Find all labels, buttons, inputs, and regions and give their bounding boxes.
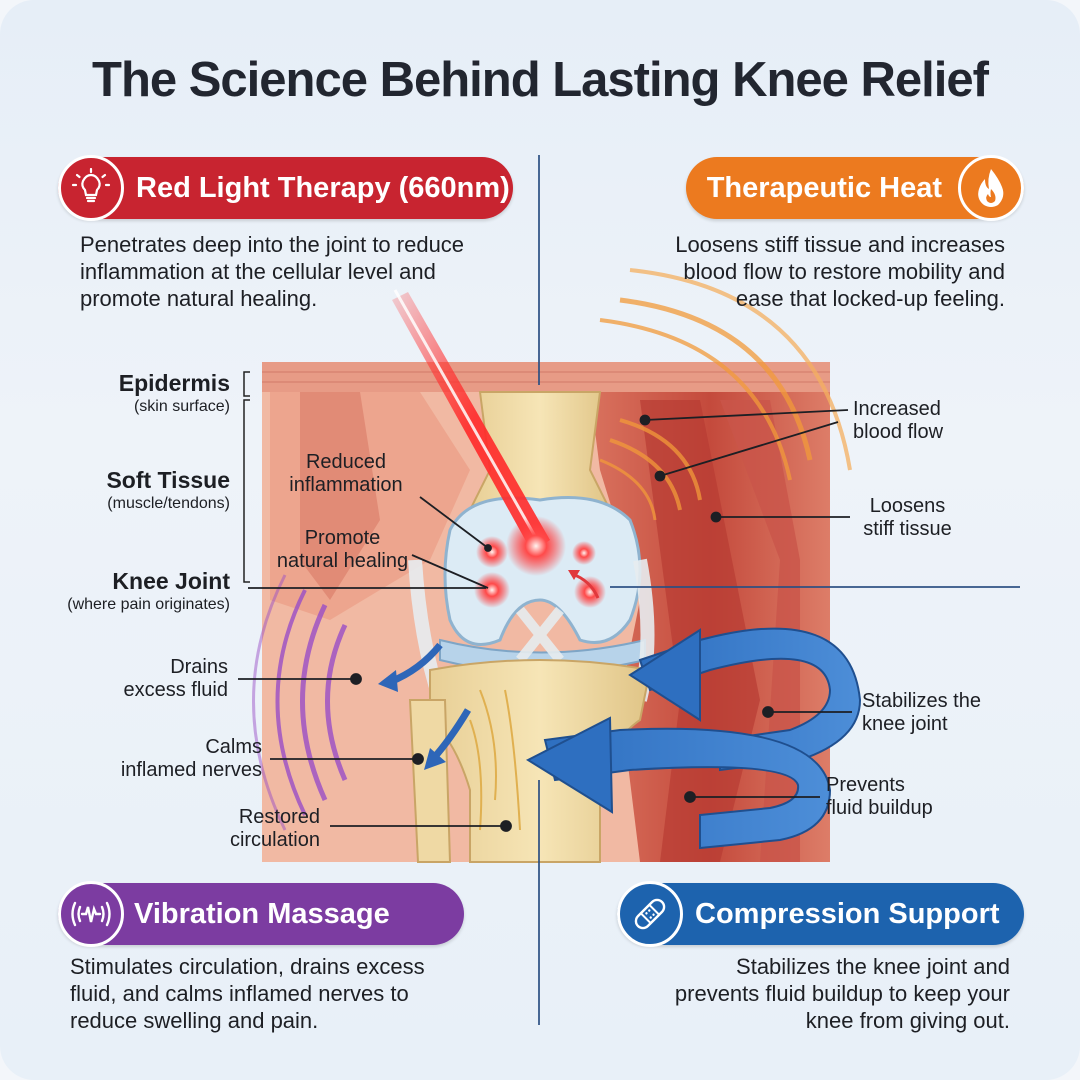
callout-line: stiff tissue bbox=[863, 518, 952, 540]
vibration-waves bbox=[252, 574, 348, 831]
vibration-massage-label: Vibration Massage bbox=[134, 897, 390, 930]
red-light-therapy-pill: Red Light Therapy (660nm) bbox=[58, 155, 513, 221]
lightbulb-icon bbox=[58, 155, 124, 221]
callout-reduced-inflammation: Reduced inflammation bbox=[276, 451, 416, 497]
horizontal-divider bbox=[610, 586, 1020, 588]
callout-line: circulation bbox=[229, 829, 320, 851]
callout-prevents-buildup: Prevents fluid buildup bbox=[826, 774, 933, 820]
description-line: knee from giving out. bbox=[805, 1008, 1010, 1033]
therapeutic-heat-pill: Therapeutic Heat bbox=[686, 155, 1024, 221]
red-light-therapy-label: Red Light Therapy (660nm) bbox=[136, 171, 510, 204]
callout-line: Calms bbox=[205, 736, 262, 758]
callout-line: Drains bbox=[170, 656, 228, 678]
page-title: The Science Behind Lasting Knee Relief bbox=[92, 53, 989, 107]
layer-name: Soft Tissue bbox=[106, 467, 230, 493]
callout-line: Loosens bbox=[869, 495, 946, 517]
callout-line: natural healing bbox=[276, 550, 409, 572]
description-line: Loosens stiff tissue and increases bbox=[675, 232, 1005, 257]
description-line: blood flow to restore mobility and bbox=[683, 259, 1005, 284]
callout-line: Reduced bbox=[305, 451, 387, 473]
bandage-icon bbox=[617, 881, 683, 947]
layer-name: Epidermis bbox=[118, 370, 230, 396]
description-line: ease that locked-up feeling. bbox=[735, 286, 1005, 311]
compression-support-label: Compression Support bbox=[695, 897, 1000, 930]
compression-arrow-lower bbox=[543, 727, 832, 850]
description-line: fluid, and calms inflamed nerves to bbox=[70, 981, 409, 1006]
layer-knee-joint: Knee Joint (where pain originates) bbox=[67, 568, 230, 616]
flame-icon bbox=[958, 155, 1024, 221]
vibration-wave-icon bbox=[58, 881, 124, 947]
callout-line: inflamed nerves bbox=[120, 759, 262, 781]
callout-promote-healing: Promote natural healing bbox=[265, 527, 420, 573]
callout-line: Restored bbox=[238, 806, 320, 828]
heat-waves bbox=[599, 268, 852, 521]
layer-sub: (where pain originates) bbox=[67, 596, 230, 613]
description-line: reduce swelling and pain. bbox=[70, 1008, 319, 1033]
callout-line: excess fluid bbox=[123, 679, 229, 701]
callout-stabilizes-knee: Stabilizes the knee joint bbox=[862, 690, 981, 736]
callout-calms-nerves: Calms inflamed nerves bbox=[121, 736, 262, 782]
layer-epidermis: Epidermis (skin surface) bbox=[119, 370, 230, 418]
therapeutic-heat-label: Therapeutic Heat bbox=[706, 171, 942, 204]
callout-restored-circulation: Restored circulation bbox=[230, 806, 320, 852]
layer-name: Knee Joint bbox=[112, 568, 230, 594]
callout-line: blood flow bbox=[853, 421, 944, 443]
layer-brackets bbox=[243, 371, 250, 583]
callout-line: fluid buildup bbox=[826, 797, 933, 819]
vertical-divider-lower bbox=[538, 780, 540, 1025]
description-line: prevents fluid buildup to keep your bbox=[674, 981, 1010, 1006]
callout-increased-blood-flow: Increased blood flow bbox=[853, 398, 943, 444]
callout-line: knee joint bbox=[862, 713, 948, 735]
vibration-massage-pill: Vibration Massage bbox=[58, 881, 464, 947]
red-light-description: Penetrates deep into the joint to reduce… bbox=[80, 231, 464, 312]
description-line: inflammation at the cellular level and bbox=[80, 259, 436, 284]
compression-description: Stabilizes the knee joint and prevents f… bbox=[675, 953, 1010, 1034]
callout-loosens-tissue: Loosens stiff tissue bbox=[850, 495, 965, 541]
description-line: Stimulates circulation, drains excess bbox=[70, 954, 425, 979]
description-line: Penetrates deep into the joint to reduce bbox=[80, 232, 465, 257]
compression-support-pill: Compression Support bbox=[617, 881, 1024, 947]
vibration-description: Stimulates circulation, drains excess fl… bbox=[70, 953, 425, 1034]
description-line: Stabilizes the knee joint and bbox=[736, 954, 1010, 979]
layer-sub: (skin surface) bbox=[133, 398, 230, 415]
callout-line: Prevents bbox=[826, 774, 905, 796]
layer-soft-tissue: Soft Tissue (muscle/tendons) bbox=[106, 467, 230, 515]
vertical-divider bbox=[538, 155, 540, 385]
callout-line: Promote bbox=[304, 527, 381, 549]
callout-line: inflammation bbox=[289, 474, 403, 496]
description-line: promote natural healing. bbox=[80, 286, 318, 311]
heat-description: Loosens stiff tissue and increases blood… bbox=[675, 231, 1005, 312]
callout-line: Increased bbox=[853, 398, 941, 420]
leader-lines bbox=[238, 409, 852, 832]
callout-drains-fluid: Drains excess fluid bbox=[124, 656, 229, 702]
layer-sub: (muscle/tendons) bbox=[107, 495, 230, 512]
callout-line: Stabilizes the bbox=[862, 690, 981, 712]
fibula bbox=[408, 699, 452, 863]
